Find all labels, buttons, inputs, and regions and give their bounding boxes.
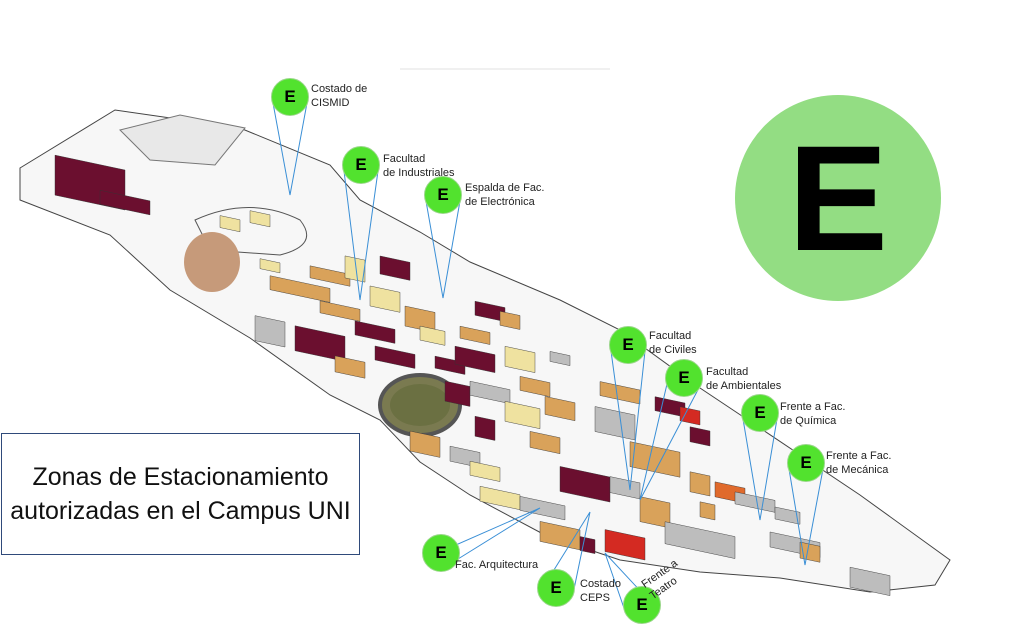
building <box>504 346 536 373</box>
building <box>319 300 361 322</box>
building <box>369 285 401 313</box>
parking-marker[interactable]: E <box>422 534 460 572</box>
building <box>374 345 416 369</box>
building <box>799 541 821 563</box>
building <box>529 431 561 454</box>
label-line: de Mecánica <box>826 464 889 476</box>
marker-pin-line <box>272 102 308 196</box>
building <box>334 355 366 379</box>
building <box>419 325 446 346</box>
parking-marker[interactable]: E <box>741 394 779 432</box>
marker-pin-line <box>742 418 778 521</box>
building <box>469 460 501 482</box>
building <box>409 430 441 458</box>
parking-marker[interactable]: E <box>609 326 647 364</box>
marker-pin-line <box>423 507 541 560</box>
building <box>309 265 351 287</box>
building <box>639 496 671 529</box>
label-line: Facultad <box>649 330 692 342</box>
label-line: Facultad <box>706 366 749 378</box>
building <box>469 380 511 404</box>
map-title-text: Zonas de Estacionamiento autorizadas en … <box>10 463 351 525</box>
building <box>294 325 346 362</box>
marker-pin-line <box>639 383 702 501</box>
hill <box>184 232 240 292</box>
label-line: Costado <box>580 578 621 590</box>
building <box>689 426 711 447</box>
parking-marker[interactable]: E <box>787 444 825 482</box>
parking-marker-label: Facultad de Civiles <box>649 329 697 357</box>
building <box>519 376 551 397</box>
label-line: de Ambientales <box>706 380 782 392</box>
label-line: de Electrónica <box>465 196 535 208</box>
parking-marker[interactable]: E <box>342 146 380 184</box>
parking-marker[interactable]: E <box>623 586 661 624</box>
building <box>549 351 571 366</box>
building <box>454 345 496 373</box>
building <box>249 210 271 228</box>
parking-marker-label: Costado de CISMID <box>311 82 367 110</box>
label-line: Frente a Fac. <box>826 450 892 462</box>
cismid-area <box>119 114 246 166</box>
parking-marker-label: Espalda de Fac. de Electrónica <box>465 181 545 209</box>
marker-pin-line <box>538 511 591 595</box>
building <box>519 496 566 521</box>
parking-marker[interactable]: E <box>271 78 309 116</box>
building <box>734 491 776 513</box>
building <box>434 355 466 375</box>
parking-marker-label: Facultad de Ambientales <box>706 365 781 393</box>
campus-outline <box>19 109 951 593</box>
marker-pin-line <box>610 350 646 491</box>
marker-pin-line <box>343 170 379 301</box>
label-line: Espalda de Fac. <box>465 182 545 194</box>
divider <box>400 68 610 70</box>
stadium-field <box>390 384 450 426</box>
marker-pin-line <box>425 200 461 299</box>
building <box>379 255 411 281</box>
building <box>499 311 521 330</box>
parking-marker-label: Frente a Fac. de Mecánica <box>826 449 891 477</box>
parking-marker[interactable]: E <box>424 176 462 214</box>
label-line: CISMID <box>311 97 350 109</box>
building <box>354 320 396 344</box>
legend-parking-symbol: E <box>735 95 941 301</box>
building <box>259 258 281 274</box>
building <box>504 401 541 429</box>
building <box>544 396 576 422</box>
building <box>699 501 716 521</box>
parking-marker[interactable]: E <box>537 569 575 607</box>
parking-marker[interactable]: E <box>665 359 703 397</box>
label-line: Frente a Fac. <box>780 401 846 413</box>
ring-road <box>194 207 308 256</box>
building <box>219 215 241 233</box>
building <box>254 315 286 348</box>
building <box>664 521 736 559</box>
building <box>474 415 496 441</box>
building <box>594 406 636 441</box>
building <box>774 506 801 525</box>
building <box>604 529 646 561</box>
marker-pin-line <box>788 468 824 566</box>
label-line: Facultad <box>383 153 426 165</box>
building <box>269 275 331 303</box>
building <box>609 476 641 500</box>
parking-marker-label: Fac. Arquitectura <box>455 558 538 572</box>
building <box>689 471 711 497</box>
building <box>99 190 151 216</box>
parking-marker-label: Frente a Fac. de Química <box>780 400 845 428</box>
map-title: Zonas de Estacionamiento autorizadas en … <box>1 433 360 555</box>
label-line: Costado de <box>311 83 368 95</box>
building <box>679 406 701 426</box>
building <box>849 566 891 596</box>
building <box>444 380 471 407</box>
building <box>459 325 491 345</box>
label-line: Fac. Arquitectura <box>455 559 539 571</box>
label-line: de Civiles <box>649 344 697 356</box>
label-line: de Química <box>780 415 837 427</box>
label-line: CEPS <box>580 592 610 604</box>
